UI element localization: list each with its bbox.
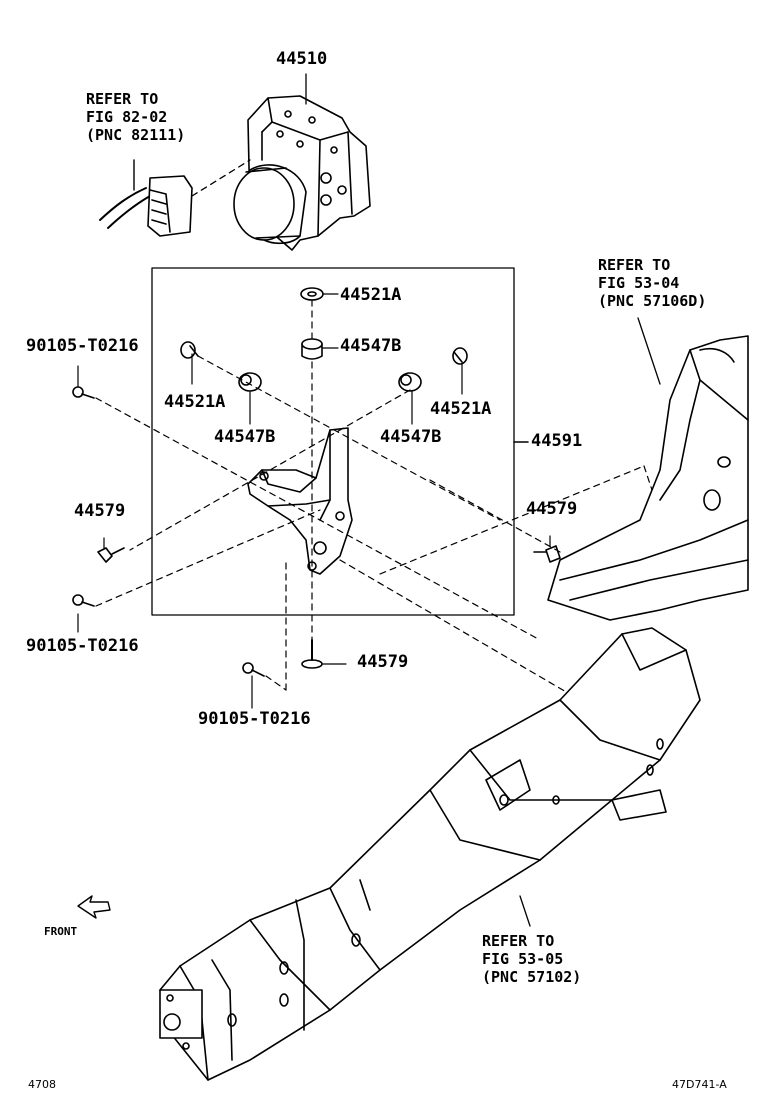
part-label-44579-right[interactable]: 44579 xyxy=(526,499,578,519)
bolt-44579-left xyxy=(97,537,125,563)
reference-line: FIG 53-05 xyxy=(482,950,564,968)
part-label-90105-mid[interactable]: 90105-T0216 xyxy=(26,636,139,656)
part-label-44579-left[interactable]: 44579 xyxy=(74,501,126,521)
installation-lines xyxy=(95,299,661,701)
part-label-44521a-top[interactable]: 44521A xyxy=(340,285,402,305)
bolt-90105-bottom xyxy=(242,662,265,709)
bushing-44547b-top xyxy=(301,338,339,360)
reference-line: REFER TO xyxy=(482,932,555,950)
bracket-drawing xyxy=(247,427,353,575)
part-label-44547b-right[interactable]: 44547B xyxy=(380,427,442,447)
reference-note-fig-53-04[interactable]: REFER TO FIG 53-04 (PNC 57106D) xyxy=(598,256,706,310)
bolt-90105-top xyxy=(72,365,95,399)
reference-line: FIG 82-02 xyxy=(86,108,168,126)
part-label-44547b-left[interactable]: 44547B xyxy=(214,427,276,447)
bushing-44547b-right xyxy=(398,372,422,425)
part-label-90105-bottom[interactable]: 90105-T0216 xyxy=(198,709,311,729)
part-label-44510[interactable]: 44510 xyxy=(276,49,328,69)
reference-line: (PNC 57106D) xyxy=(598,292,707,310)
reference-line: (PNC 82111) xyxy=(86,126,186,144)
part-label-44579-bottom[interactable]: 44579 xyxy=(357,652,409,672)
bolt-44579-bottom xyxy=(301,639,347,669)
part-label-44521a-right[interactable]: 44521A xyxy=(430,399,492,419)
reference-note-fig-53-05[interactable]: REFER TO FIG 53-05 (PNC 57102) xyxy=(482,932,581,986)
wire-harness-connector xyxy=(99,159,251,237)
part-label-44521a-left[interactable]: 44521A xyxy=(164,392,226,412)
part-label-44591[interactable]: 44591 xyxy=(531,431,583,451)
front-label: FRONT xyxy=(44,925,78,938)
front-arrow-icon xyxy=(77,895,111,919)
reference-line: REFER TO xyxy=(86,90,159,108)
reference-line: FIG 53-04 xyxy=(598,274,680,292)
reference-line: (PNC 57102) xyxy=(482,968,582,986)
body-panel-upper-right xyxy=(547,317,749,621)
frame-rail-lower xyxy=(159,627,701,1081)
grommet-44521a-top xyxy=(300,287,339,301)
grommet-44521a-left xyxy=(180,341,199,385)
bolt-90105-mid xyxy=(72,594,95,633)
bushing-44547b-left xyxy=(238,372,262,425)
grommet-44521a-right xyxy=(452,347,468,395)
footer-left-code: 4708 xyxy=(28,1078,56,1091)
part-label-90105-top[interactable]: 90105-T0216 xyxy=(26,336,139,356)
reference-note-fig-82-02[interactable]: REFER TO FIG 82-02 (PNC 82111) xyxy=(86,90,185,144)
part-label-44547b-top[interactable]: 44547B xyxy=(340,336,402,356)
reference-line: REFER TO xyxy=(598,256,671,274)
abs-actuator-drawing xyxy=(233,73,371,251)
footer-right-code: 47D741-A xyxy=(672,1078,727,1091)
